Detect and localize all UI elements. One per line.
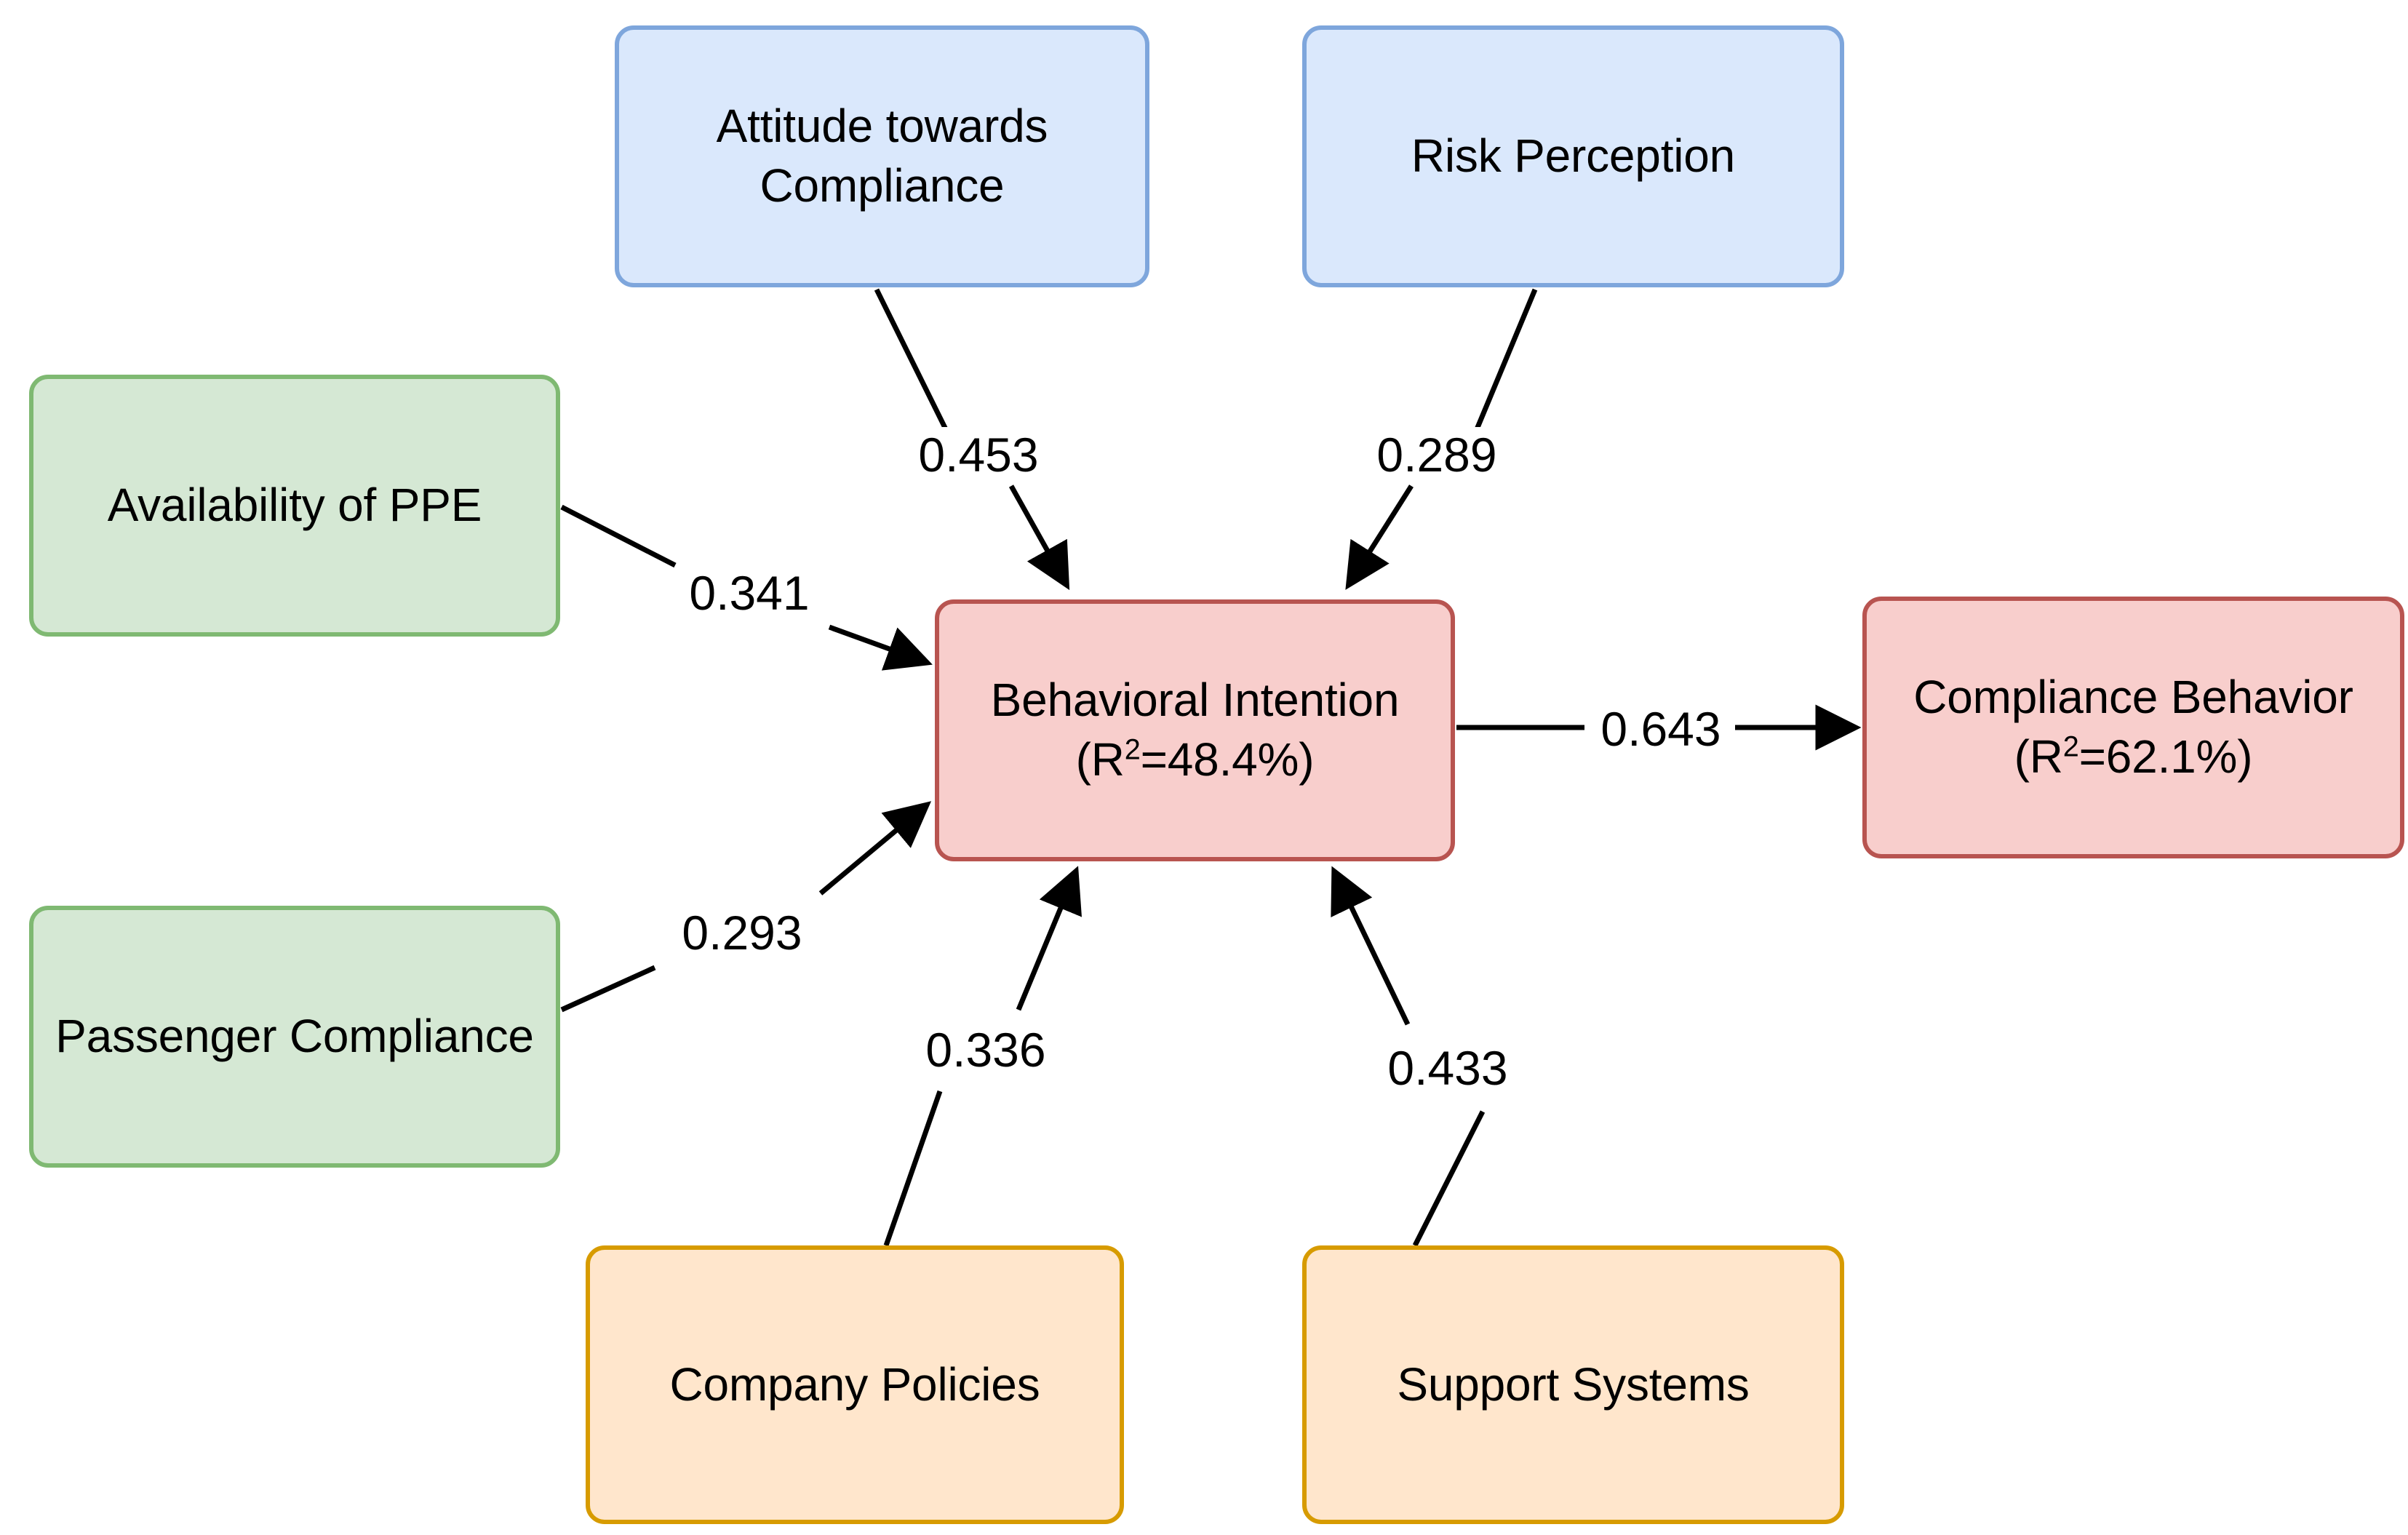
edge-label-attitude-to-intention: 0.453: [914, 427, 1043, 482]
edge-label-support-to-intention: 0.433: [1383, 1040, 1512, 1096]
superscript-two: 2: [1124, 733, 1141, 766]
edge-attitude-to-intention-seg2: [1008, 485, 1070, 591]
node-r2-value: (R2=48.4%): [1075, 733, 1315, 786]
edge-support-to-intention-seg2: [1331, 866, 1411, 1026]
superscript-two: 2: [2062, 730, 2079, 763]
node-label: Passenger Compliance: [55, 1010, 534, 1063]
edge-label-ppe-to-intention: 0.341: [685, 565, 814, 621]
edge-passenger-to-intention-seg1: [560, 965, 656, 1013]
node-risk-perception[interactable]: Risk Perception: [1302, 25, 1844, 287]
node-attitude-towards-compliance[interactable]: Attitude towards Compliance: [615, 25, 1149, 287]
node-label: Company Policies: [669, 1357, 1040, 1411]
edge-label-intention-to-compliance: 0.643: [1596, 701, 1726, 757]
edge-label-risk-to-intention: 0.289: [1372, 427, 1502, 482]
node-company-policies[interactable]: Company Policies: [586, 1245, 1124, 1524]
edge-ppe-to-intention-seg2: [828, 624, 933, 671]
edge-policies-to-intention-seg1: [883, 1090, 943, 1247]
edge-attitude-to-intention-seg1: [874, 288, 949, 431]
node-label: Risk Perception: [1411, 129, 1736, 183]
edge-label-policies-to-intention: 0.336: [921, 1022, 1050, 1077]
node-label: Attitude towards Compliance: [716, 100, 1048, 212]
edge-passenger-to-intention-seg2: [818, 801, 932, 896]
edge-policies-to-intention-seg2: [1016, 866, 1082, 1011]
node-label: Support Systems: [1397, 1357, 1750, 1411]
node-label-block: Compliance Behavior (R2=62.1%): [1900, 668, 2367, 787]
node-label: Availability of PPE: [107, 479, 482, 532]
node-passenger-compliance[interactable]: Passenger Compliance: [29, 906, 560, 1168]
edge-risk-to-intention-seg2: [1345, 485, 1414, 590]
node-availability-of-ppe[interactable]: Availability of PPE: [29, 375, 560, 637]
node-behavioral-intention[interactable]: Behavioral Intention (R2=48.4%): [935, 599, 1455, 861]
edge-support-to-intention-seg1: [1412, 1110, 1486, 1247]
edge-ppe-to-intention-seg1: [560, 504, 677, 568]
edge-label-passenger-to-intention: 0.293: [677, 905, 807, 960]
node-label: Behavioral Intention: [990, 674, 1400, 727]
node-support-systems[interactable]: Support Systems: [1302, 1245, 1844, 1524]
node-r2-value: (R2=62.1%): [2014, 730, 2253, 783]
node-label: Compliance Behavior: [1913, 671, 2353, 724]
node-compliance-behavior[interactable]: Compliance Behavior (R2=62.1%): [1862, 597, 2404, 858]
edge-risk-to-intention-seg1: [1474, 288, 1538, 431]
node-label-block: Behavioral Intention (R2=48.4%): [978, 671, 1413, 790]
